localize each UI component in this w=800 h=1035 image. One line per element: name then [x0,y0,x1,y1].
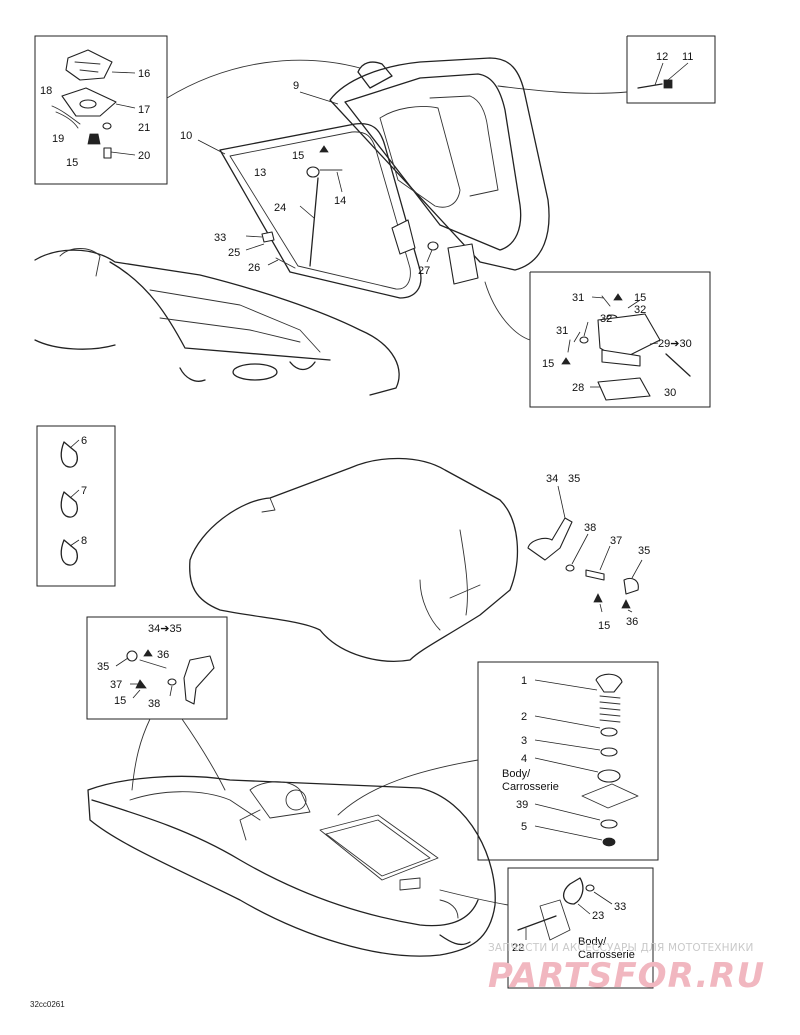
callout: 8 [81,535,87,547]
callout: 39 [516,799,528,811]
callout: 37 [610,535,622,547]
callouts: 16 18 17 21 19 15 20 9 12 11 10 15 13 14… [40,51,693,954]
callout: 16 [138,68,150,80]
deck-console [34,248,400,396]
hinge-detail-box [529,271,711,408]
callout: 24 [274,202,286,214]
bumper-parts [581,673,639,847]
callout: 9 [293,80,299,92]
callout: 28 [572,382,584,394]
callout: 15 [598,620,610,632]
callout: 33 [614,901,626,913]
nut-detail-box [626,35,716,104]
seat-latch-detail-box [86,616,228,720]
callout: 33 [214,232,226,244]
callout: 22 [512,942,524,954]
callout: 38 [148,698,160,710]
callout: 1 [521,675,527,687]
callout: 37 [110,679,122,691]
callout: 3 [521,735,527,747]
callout: 32 [600,313,612,325]
callout: 35 [97,661,109,673]
seat [189,457,639,662]
clamp-detail-box [36,425,116,587]
storage-lid [219,57,550,299]
callout: 5 [521,821,527,833]
callout: 20 [138,150,150,162]
callout: 34 [546,473,558,485]
watermark: ЗАПЧАСТИ И АКСЕССУАРЫ ДЛЯ МОТОТЕХНИКИ PA… [488,942,788,996]
body-label-line: Carrosserie [578,949,635,961]
leader-seat-latch-2 [181,718,226,791]
callout: 12 [656,51,668,63]
callout: 13 [254,167,266,179]
callout: 10 [180,130,192,142]
callout: 38 [584,522,596,534]
callout: 14 [334,195,346,207]
callout: 15 [114,695,126,707]
callout: 11 [682,51,693,63]
callout: 6 [81,435,87,447]
callout: 18 [40,85,52,97]
leader-nut [497,85,628,94]
callout: 34➔35 [148,623,182,635]
callout: 2 [521,711,527,723]
callout: 21 [138,122,150,134]
callout: 35 [568,473,580,485]
callout: 32 [634,304,646,316]
callout: 36 [157,649,169,661]
callout: 31 [556,325,568,337]
lanyard-detail-box [507,867,654,989]
hinge-parts [561,293,691,401]
callout: 27 [418,265,430,277]
lanyard-parts [517,877,595,941]
callout: 35 [638,545,650,557]
callout: 15 [634,292,646,304]
callout: 31 [572,292,584,304]
callout: 17 [138,104,150,116]
body-label-line: Carrosserie [502,781,559,793]
callout: 4 [521,753,527,765]
callout: 15 [292,150,304,162]
callout: 23 [592,910,604,922]
body-label-line: Body/ [578,936,607,948]
callout: 30 [664,387,676,399]
leader-lanyard [439,889,509,906]
watermark-tagline: ЗАПЧАСТИ И АКСЕССУАРЫ ДЛЯ МОТОТЕХНИКИ [488,942,754,954]
body-label-line: Body/ [502,768,531,780]
callout: 25 [228,247,240,259]
callout: 29➔30 [658,338,692,350]
leader-latch [166,59,361,99]
diagram-code: 32сс0261 [30,1000,65,1009]
seat-latch-parts [126,649,215,705]
body-label-lanyard: Body/ Carrosserie [578,936,635,961]
watermark-brand: PARTSFOR.RU [488,956,766,996]
latch-detail-box [34,35,168,185]
body-label-bumper: Body/ Carrosserie [502,768,559,793]
callout: 36 [626,616,638,628]
leader-seat-latch [131,718,151,791]
callout: 19 [52,133,64,145]
clamp-parts [60,441,78,566]
leader-hinge [484,281,531,341]
callout: 15 [66,157,78,169]
bumper-detail-box [477,661,659,861]
boat-hull [87,775,496,957]
callout: 7 [81,485,87,497]
leader-bumper [337,759,479,816]
callout: 15 [542,358,554,370]
callout: 26 [248,262,260,274]
latch-parts [51,49,117,159]
